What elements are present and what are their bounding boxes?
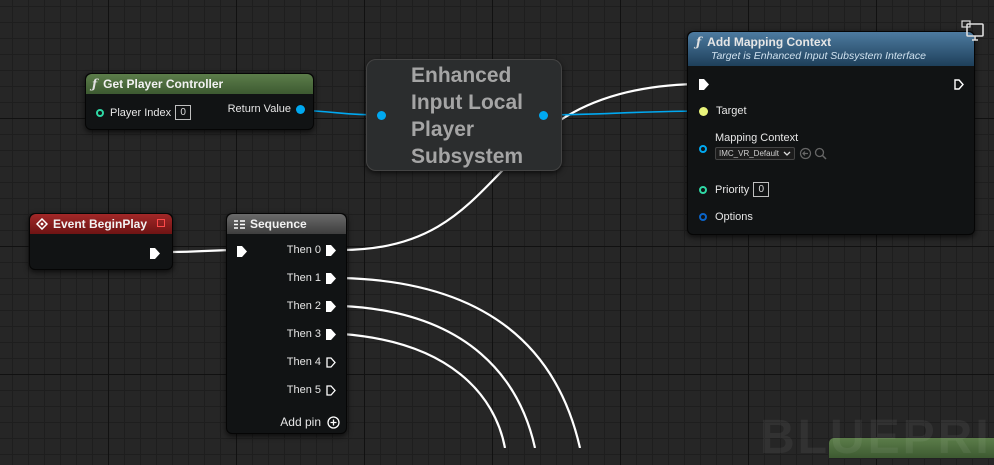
enhanced-input-subsystem-node[interactable]: Enhanced Input Local Player Subsystem xyxy=(366,59,562,171)
delegate-pin-icon[interactable] xyxy=(157,219,165,227)
blueprint-watermark: BLUEPRINT xyxy=(760,411,994,464)
exec-input-pin-icon[interactable] xyxy=(237,246,247,257)
player-index-input[interactable]: 0 xyxy=(175,105,192,120)
player-index-pin[interactable]: Player Index 0 xyxy=(96,105,192,120)
then-3-pin[interactable]: Then 3 xyxy=(287,328,336,340)
mapping-context-pin[interactable]: Mapping Context IMC_VR_Default xyxy=(699,132,827,160)
pin-label: Priority xyxy=(715,183,750,196)
add-pin-icon[interactable] xyxy=(327,415,340,429)
node-title: Sequence xyxy=(250,217,307,231)
pin-label: Mapping Context xyxy=(715,132,799,144)
pin-label: Then 1 xyxy=(286,272,321,284)
exec-input-pin-icon[interactable] xyxy=(699,79,709,90)
pin-label: Then 0 xyxy=(286,244,321,256)
then-4-pin[interactable]: Then 4 xyxy=(287,356,336,368)
exec-wire-then3 xyxy=(341,332,507,448)
sequence-header[interactable]: Sequence xyxy=(227,214,346,234)
then-0-pin[interactable]: Then 0 xyxy=(287,244,336,256)
pin-label: Player Index xyxy=(110,106,172,119)
subsystem-output-pin-icon[interactable] xyxy=(539,111,548,120)
node-subtitle: Target is Enhanced Input Subsystem Inter… xyxy=(711,50,926,62)
then-5-pin[interactable]: Then 5 xyxy=(287,384,336,396)
sequence-node[interactable]: Sequence Then 0 Then 1 Then 2 Then 3 The… xyxy=(226,213,347,434)
node-title: Event BeginPlay xyxy=(53,217,148,231)
then-1-pin[interactable]: Then 1 xyxy=(287,272,336,284)
function-icon: ƒ xyxy=(92,77,98,91)
target-pin[interactable]: Target xyxy=(699,105,747,117)
function-icon: ƒ xyxy=(696,35,702,49)
exec-output-pin-icon[interactable] xyxy=(326,300,336,312)
search-icon[interactable] xyxy=(814,147,827,160)
event-beginplay-header[interactable]: Event BeginPlay xyxy=(30,214,172,234)
add-mapping-context-node[interactable]: ƒ Add Mapping Context Target is Enhanced… xyxy=(687,31,975,235)
mapping-context-dropdown[interactable]: IMC_VR_Default xyxy=(715,147,796,160)
then-2-pin[interactable]: Then 2 xyxy=(287,300,336,312)
add-mapping-context-header[interactable]: ƒ Add Mapping Context Target is Enhanced… xyxy=(688,32,974,66)
object-pin-icon[interactable] xyxy=(296,104,305,114)
exec-output-pin-icon[interactable] xyxy=(326,244,336,256)
pin-label: Then 4 xyxy=(286,356,321,368)
node-title: Get Player Controller xyxy=(103,77,224,91)
priority-input[interactable]: 0 xyxy=(753,182,770,197)
event-beginplay-node[interactable]: Event BeginPlay xyxy=(29,213,173,270)
exec-output-pin-icon[interactable] xyxy=(326,356,336,368)
exec-output-pin-icon[interactable] xyxy=(326,384,336,396)
target-pin-icon[interactable] xyxy=(699,106,708,116)
exec-output-pin-icon[interactable] xyxy=(150,248,160,259)
chevron-down-icon xyxy=(783,151,791,156)
subsystem-input-pin-icon[interactable] xyxy=(377,111,386,120)
pin-label: Options xyxy=(715,211,753,223)
add-pin-button[interactable]: Add pin xyxy=(280,415,340,429)
event-diamond-icon xyxy=(36,218,48,230)
pin-label: Return Value xyxy=(227,103,291,115)
exec-output-pin-icon[interactable] xyxy=(326,328,336,340)
pin-label: Then 3 xyxy=(286,328,321,340)
monitor-icon[interactable] xyxy=(961,20,985,42)
get-player-controller-node[interactable]: ƒ Get Player Controller Player Index 0 R… xyxy=(85,73,314,130)
exec-wire-then1 xyxy=(341,276,582,448)
exec-wire-then2 xyxy=(341,304,537,448)
browse-icon[interactable] xyxy=(799,147,812,160)
add-pin-label: Add pin xyxy=(280,415,321,429)
int-pin-icon[interactable] xyxy=(96,108,104,117)
priority-pin[interactable]: Priority 0 xyxy=(699,182,770,197)
exec-output-pin-icon[interactable] xyxy=(326,272,336,284)
get-player-controller-header[interactable]: ƒ Get Player Controller xyxy=(86,74,313,94)
pin-label: Then 5 xyxy=(286,384,321,396)
data-wire-subsystem-target xyxy=(542,110,705,116)
subsystem-title: Enhanced Input Local Player Subsystem xyxy=(411,64,524,168)
pin-label: Then 2 xyxy=(286,300,321,312)
dropdown-value: IMC_VR_Default xyxy=(719,149,780,158)
node-title: Add Mapping Context xyxy=(707,35,832,49)
return-value-pin[interactable]: Return Value xyxy=(228,103,305,115)
struct-pin-icon[interactable] xyxy=(699,213,707,221)
options-pin[interactable]: Options xyxy=(699,211,753,223)
sequence-icon xyxy=(234,219,245,229)
pin-label: Target xyxy=(716,105,747,117)
exec-output-pin-icon[interactable] xyxy=(954,79,964,90)
int-pin-icon[interactable] xyxy=(699,185,707,194)
object-pin-icon[interactable] xyxy=(699,145,707,153)
